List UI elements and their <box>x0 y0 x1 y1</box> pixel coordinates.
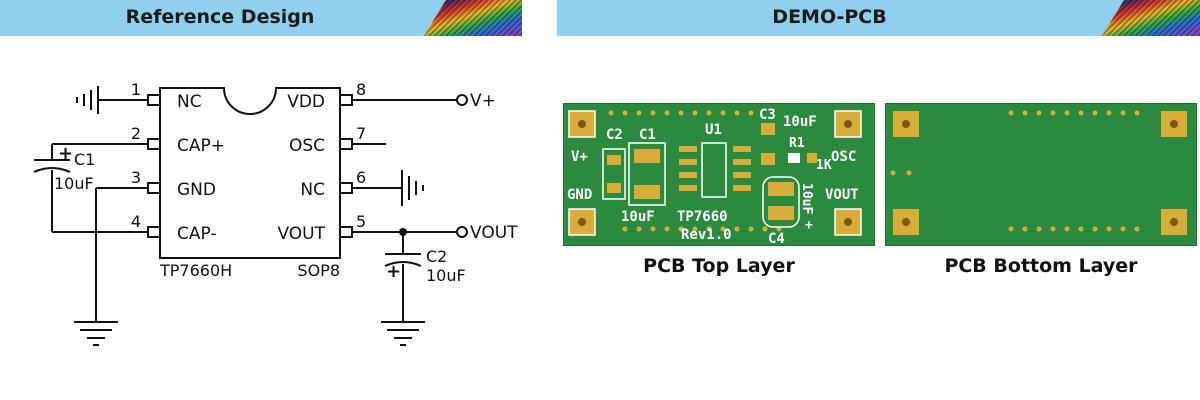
silk-c4-value: 10uF <box>799 183 814 214</box>
pin-number: 4 <box>131 212 141 231</box>
vout-label: VOUT <box>470 223 518 243</box>
c2-value: 10uF <box>426 266 466 285</box>
chip-package-label: SOP8 <box>297 261 340 280</box>
header-title: DEMO-PCB <box>772 6 887 28</box>
silk-c3: C3 <box>759 107 776 123</box>
pin-number: 2 <box>131 124 141 143</box>
pin-name: CAP- <box>177 224 217 244</box>
pcb-bottom-caption: PCB Bottom Layer <box>944 255 1138 277</box>
silk-rev: Rev1.0 <box>681 227 732 243</box>
silk-r1: R1 <box>789 136 805 151</box>
pcb-top-caption: PCB Top Layer <box>643 255 795 277</box>
c2-ref: C2 <box>426 247 447 266</box>
vplus-label: V+ <box>470 91 496 111</box>
c1-ref: C1 <box>74 150 95 169</box>
pin-name: NC <box>177 92 202 112</box>
header-demo-pcb: DEMO-PCB <box>557 0 1200 36</box>
pin-name: VOUT <box>277 224 325 244</box>
chip-part-label: TP7660H <box>159 261 232 280</box>
silk-c4: C4 <box>768 231 785 246</box>
silk-chip: TP7660 <box>677 209 728 225</box>
c2-polarity: + <box>386 261 401 282</box>
pin-number: 1 <box>131 80 141 99</box>
pin-number: 7 <box>356 124 366 143</box>
silk-vplus: V+ <box>571 149 588 165</box>
silk-c1-value: 10uF <box>621 209 655 225</box>
pin-name: VDD <box>287 92 325 112</box>
pcb-substrate <box>563 103 875 246</box>
pad-group <box>568 110 862 236</box>
pin-number: 3 <box>131 168 141 187</box>
pin-name: NC <box>300 180 325 200</box>
pin-name: OSC <box>289 136 325 156</box>
silk-plus: + <box>805 218 813 233</box>
header-reference-design: Reference Design <box>0 0 522 36</box>
c1-value: 10uF <box>54 174 94 193</box>
pin-number: 8 <box>356 80 366 99</box>
pcb-bottom-board <box>885 103 1197 246</box>
reference-schematic: 1 2 3 4 8 7 6 5 NC CAP+ GND CAP- VDD OSC… <box>33 80 518 346</box>
junction-dot <box>399 228 407 236</box>
silk-c2: C2 <box>606 127 623 143</box>
chip-body <box>159 87 341 259</box>
pcb-top-board: C2 C1 U1 C3 10uF R1 1K V+ OSC GND VOUT 1… <box>563 103 875 246</box>
pin-name: GND <box>177 180 216 200</box>
silk-osc: OSC <box>831 149 856 165</box>
rainbow-stripe-icon <box>1102 0 1200 36</box>
silk-vout: VOUT <box>825 187 859 203</box>
silk-r1-value: 1K <box>816 158 832 173</box>
silk-c1: C1 <box>639 127 656 143</box>
pcb-substrate <box>885 103 1197 246</box>
silk-c3-value: 10uF <box>783 114 817 130</box>
pin-name: CAP+ <box>177 136 225 156</box>
pin-number: 6 <box>356 168 366 187</box>
c1-polarity: + <box>58 143 73 164</box>
rainbow-stripe-icon <box>424 0 522 36</box>
pin-number: 5 <box>356 212 366 231</box>
silk-u1: U1 <box>705 122 722 138</box>
silk-gnd: GND <box>567 187 592 203</box>
header-title: Reference Design <box>125 6 315 28</box>
